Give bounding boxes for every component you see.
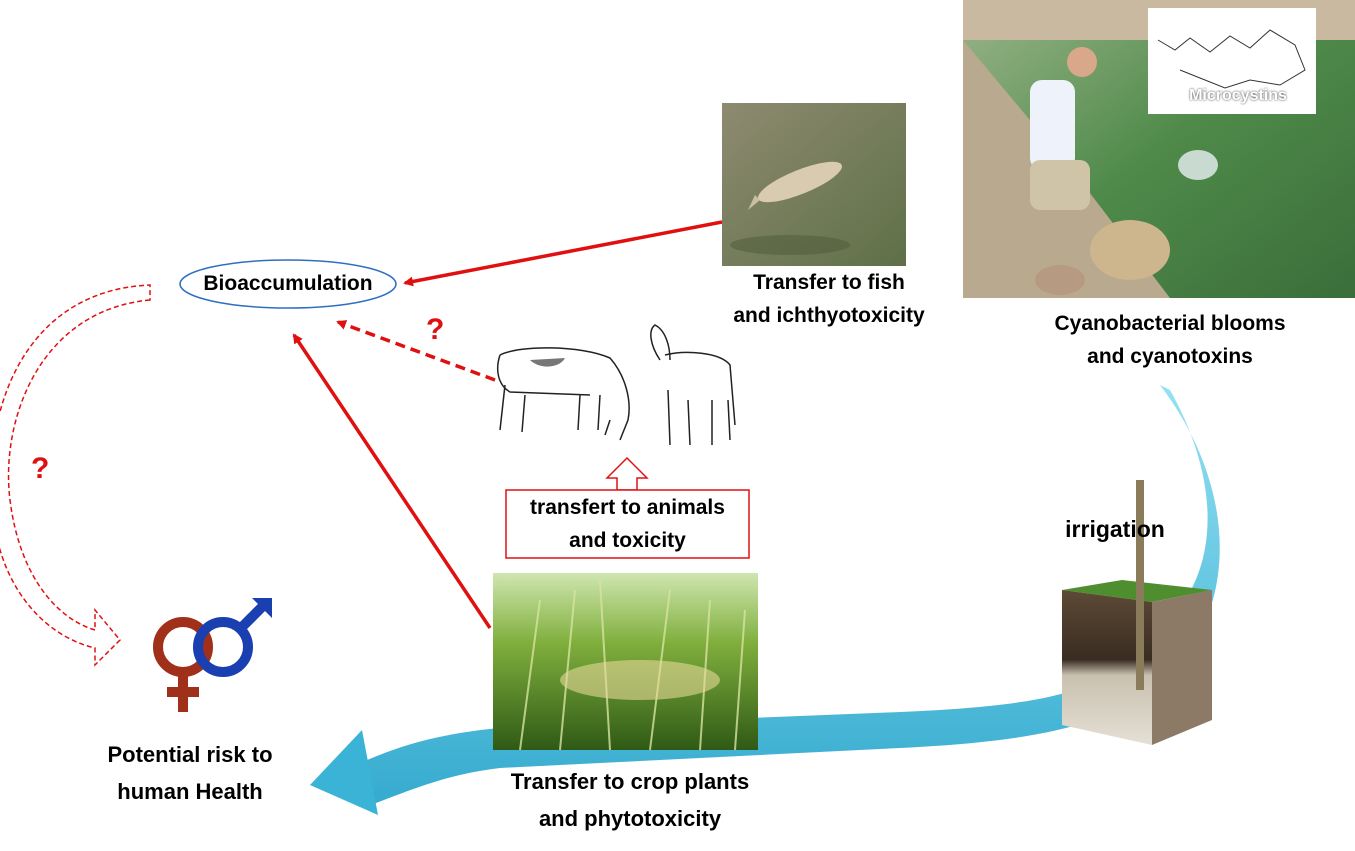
blue-arrow-head [310,730,378,815]
fish-label: Transfer to fish and ichthyotoxicity [733,271,925,327]
microcystins-label: Microcystins [1189,87,1287,104]
fish-photo [722,103,906,266]
crops-label: Transfer to crop plants and phytotoxicit… [510,769,750,831]
arrow-animals-to-bio [336,320,496,382]
question-mark-human: ? [31,452,50,485]
blue-flow-arrow [355,385,1220,808]
risk-label: Potential risk to human Health [107,742,273,804]
question-mark-animals: ? [426,313,445,346]
soil-block [1062,480,1212,745]
arrow-fish-to-bio [403,220,723,287]
blooms-label: Cyanobacterial blooms and cyanotoxins [1054,312,1286,368]
rice-photo [493,573,758,751]
cow-goat-drawing [497,324,736,446]
bioaccumulation-label: Bioaccumulation [203,272,373,295]
dashed-hollow-arrow [0,284,151,667]
lake-photo [963,0,1355,298]
irrigation-label: irrigation [1065,516,1165,542]
arrow-crops-to-bio [292,333,492,629]
gender-symbols [153,598,272,712]
bioaccumulation-ellipse [179,259,397,309]
animals-box [505,489,750,559]
animals-label: transfert to animals and toxicity [530,496,725,552]
hollow-up-arrow [605,456,649,491]
